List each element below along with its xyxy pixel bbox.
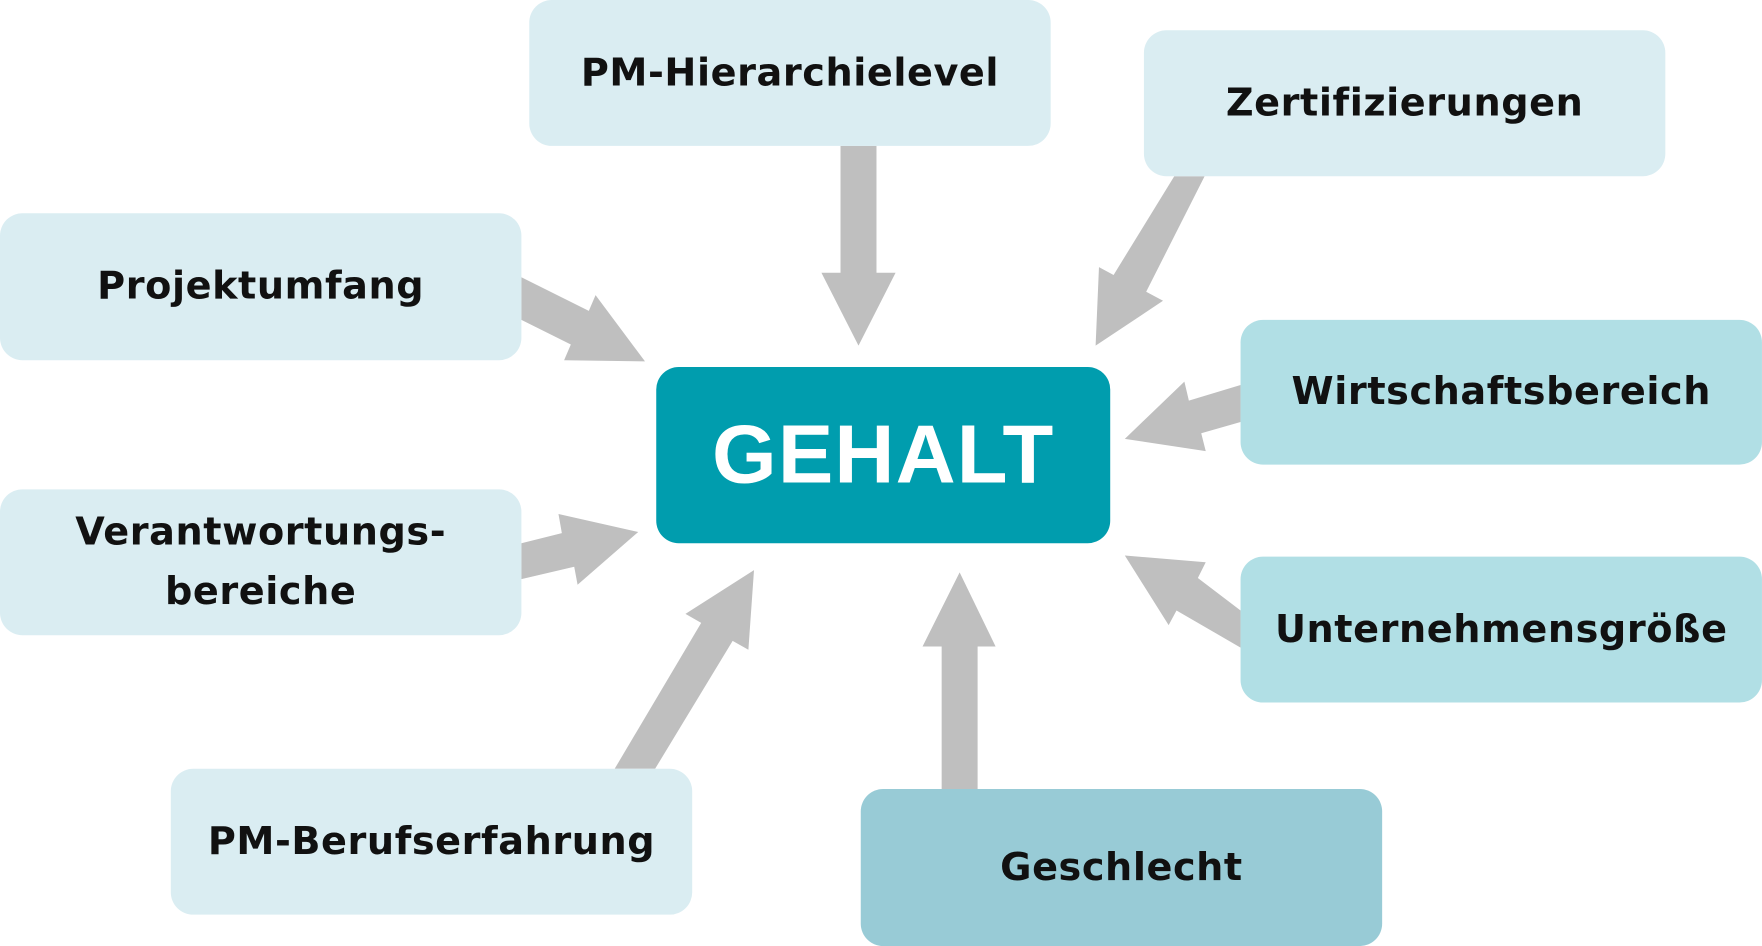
arrow-berufserfahrung <box>614 570 755 769</box>
factor-label: PM-Berufserfahrung <box>207 818 656 864</box>
factor-label: Unternehmensgröße <box>1274 606 1728 652</box>
factor-label: PM-Hierarchielevel <box>580 50 1000 96</box>
factor-label: Wirtschaftsbereich <box>1291 369 1711 415</box>
factor-zertifizierungen: Zertifizierungen <box>1143 30 1666 177</box>
factor-unternehmensgroesse: Unternehmensgröße <box>1240 556 1762 703</box>
factor-label: Geschlecht <box>1000 844 1243 890</box>
factor-label: Projektumfang <box>97 263 425 309</box>
factor-pm-berufserfahrung: PM-Berufserfahrung <box>170 768 693 915</box>
arrow-verantwortung <box>521 514 639 585</box>
center-label: GEHALT <box>712 407 1055 501</box>
factor-geschlecht: Geschlecht <box>860 788 1383 946</box>
arrow-wirtschaftsbereich <box>1124 381 1241 452</box>
factor-wirtschaftsbereich: Wirtschaftsbereich <box>1240 319 1762 465</box>
arrow-zertifizierungen <box>1095 176 1205 346</box>
arrow-projektumfang <box>521 277 646 362</box>
arrow-hierarchie <box>821 145 896 346</box>
factor-pm-hierarchielevel: PM-Hierarchielevel <box>529 0 1051 146</box>
arrow-geschlecht <box>922 572 996 789</box>
center-node-gehalt: GEHALT <box>656 366 1111 544</box>
factor-verantwortungsbereiche: Verantwortungs- bereiche <box>0 489 522 636</box>
factor-label: Verantwortungs- bereiche <box>75 509 447 614</box>
factor-projektumfang: Projektumfang <box>0 213 522 361</box>
arrow-unternehmensgroesse <box>1124 555 1241 648</box>
factor-label: Zertifizierungen <box>1225 80 1584 126</box>
